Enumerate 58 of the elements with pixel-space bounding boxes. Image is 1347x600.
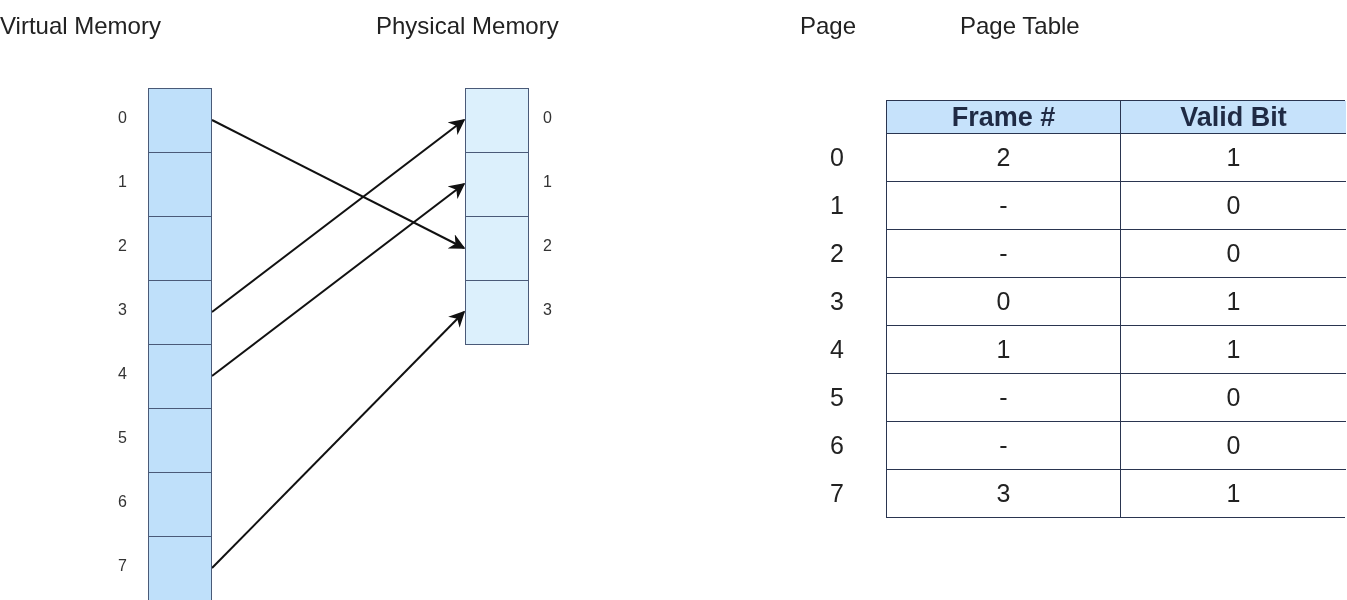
heading: Page Table bbox=[960, 12, 1080, 40]
index-number: 4 bbox=[118, 364, 127, 384]
index-number: 2 bbox=[118, 236, 127, 256]
heading: Physical Memory bbox=[376, 12, 559, 40]
column-header: Valid Bit bbox=[1121, 101, 1346, 133]
memory-cell bbox=[148, 152, 212, 217]
index-number: 3 bbox=[118, 300, 127, 320]
table-cell: - bbox=[887, 181, 1121, 229]
row-number: 0 bbox=[830, 142, 844, 172]
heading: Virtual Memory bbox=[0, 12, 161, 40]
index-number: 1 bbox=[118, 172, 127, 192]
table-cell: 0 bbox=[887, 277, 1121, 325]
memory-cell bbox=[148, 408, 212, 473]
index-number: 0 bbox=[118, 108, 127, 128]
table-cell: 3 bbox=[887, 469, 1121, 517]
table-cell: 0 bbox=[1121, 421, 1346, 469]
table-cell: 0 bbox=[1121, 181, 1346, 229]
arrow bbox=[211, 310, 466, 569]
memory-cell bbox=[148, 216, 212, 281]
table-cell: 1 bbox=[1121, 277, 1346, 325]
table-cell: 2 bbox=[887, 133, 1121, 181]
index-number: 1 bbox=[543, 172, 552, 192]
table-cell: 1 bbox=[1121, 469, 1346, 517]
memory-cell bbox=[465, 280, 529, 345]
memory-cell bbox=[148, 88, 212, 153]
arrow bbox=[211, 119, 466, 313]
table-cell: 0 bbox=[1121, 229, 1346, 277]
index-number: 5 bbox=[118, 428, 127, 448]
index-number: 0 bbox=[543, 108, 552, 128]
column-header: Frame # bbox=[887, 101, 1121, 133]
index-number: 7 bbox=[118, 556, 127, 576]
memory-cell bbox=[465, 216, 529, 281]
memory-cell bbox=[465, 152, 529, 217]
row-number: 1 bbox=[830, 190, 844, 220]
row-number: 3 bbox=[830, 286, 844, 316]
table-cell: 1 bbox=[1121, 325, 1346, 373]
index-number: 2 bbox=[543, 236, 552, 256]
memory-cell bbox=[148, 472, 212, 537]
index-number: 6 bbox=[118, 492, 127, 512]
memory-cell bbox=[148, 280, 212, 345]
memory-cell bbox=[148, 344, 212, 409]
table-cell: 1 bbox=[1121, 133, 1346, 181]
row-number: 7 bbox=[830, 478, 844, 508]
row-number: 2 bbox=[830, 238, 844, 268]
table-cell: - bbox=[887, 229, 1121, 277]
arrow bbox=[211, 119, 466, 249]
table-cell: - bbox=[887, 373, 1121, 421]
table-cell: 0 bbox=[1121, 373, 1346, 421]
arrow bbox=[211, 183, 466, 377]
row-number: 5 bbox=[830, 382, 844, 412]
heading: Page bbox=[800, 12, 857, 40]
table-cell: 1 bbox=[887, 325, 1121, 373]
row-number: 6 bbox=[830, 430, 844, 460]
row-number: 4 bbox=[830, 334, 844, 364]
index-number: 3 bbox=[543, 300, 552, 320]
table-cell: - bbox=[887, 421, 1121, 469]
memory-cell bbox=[465, 88, 529, 153]
memory-cell bbox=[148, 536, 212, 600]
